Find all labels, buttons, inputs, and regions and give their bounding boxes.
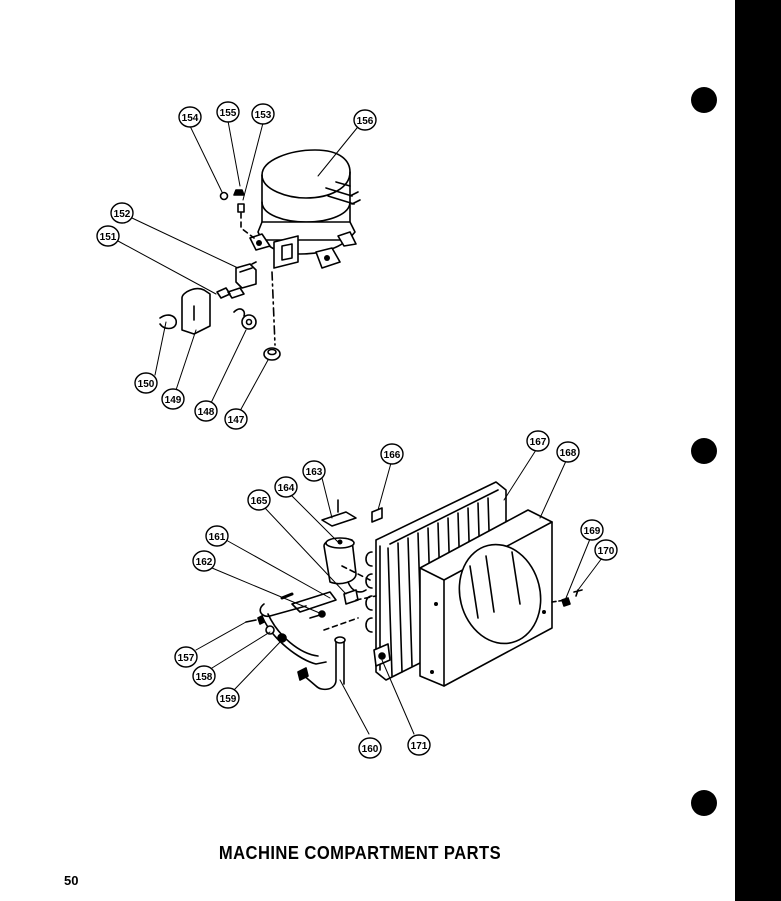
svg-text:160: 160	[362, 744, 379, 755]
svg-text:163: 163	[306, 467, 323, 478]
part-label-156: 156	[353, 109, 377, 131]
svg-text:150: 150	[138, 379, 155, 390]
part-label-161: 161	[205, 525, 229, 547]
binder-hole-top	[691, 87, 717, 113]
part-label-163: 163	[302, 460, 326, 482]
svg-text:165: 165	[251, 496, 268, 507]
part-label-170: 170	[594, 539, 618, 561]
svg-text:168: 168	[560, 448, 577, 459]
fan-shroud	[419, 509, 553, 687]
binder-hole-bottom	[691, 790, 717, 816]
svg-text:171: 171	[411, 741, 428, 752]
svg-text:156: 156	[357, 116, 374, 127]
svg-text:162: 162	[196, 557, 213, 568]
part-label-151: 151	[96, 225, 120, 247]
page-number: 50	[64, 873, 79, 888]
part-label-147: 147	[224, 408, 248, 430]
part-label-167: 167	[526, 430, 550, 452]
part-label-152: 152	[110, 202, 134, 224]
part-label-169: 169	[580, 519, 604, 541]
part-label-162: 162	[192, 550, 216, 572]
svg-text:166: 166	[384, 450, 401, 461]
svg-text:157: 157	[178, 653, 195, 664]
page-title: MACHINE COMPARTMENT PARTS	[218, 843, 502, 863]
part-label-148: 148	[194, 400, 218, 422]
part-label-166: 166	[380, 443, 404, 465]
part-label-158: 158	[192, 665, 216, 687]
svg-text:153: 153	[255, 110, 272, 121]
part-label-150: 150	[134, 372, 158, 394]
part-label-171: 171	[407, 734, 431, 756]
part-label-164: 164	[274, 476, 298, 498]
part-label-165: 165	[247, 489, 271, 511]
svg-text:161: 161	[209, 532, 226, 543]
svg-text:154: 154	[182, 113, 199, 124]
compressor	[249, 149, 361, 269]
part-label-157: 157	[174, 646, 198, 668]
svg-text:167: 167	[530, 437, 547, 448]
svg-text:147: 147	[228, 415, 245, 426]
part-label-155: 155	[216, 101, 240, 123]
svg-text:151: 151	[100, 232, 117, 243]
part-label-149: 149	[161, 388, 185, 410]
binder-hole-middle	[691, 438, 717, 464]
part-label-160: 160	[358, 737, 382, 759]
part-label-168: 168	[556, 441, 580, 463]
svg-text:164: 164	[278, 483, 295, 494]
binding-spine	[735, 0, 781, 901]
svg-text:169: 169	[584, 526, 601, 537]
svg-text:158: 158	[196, 672, 213, 683]
svg-text:148: 148	[198, 407, 215, 418]
part-label-154: 154	[178, 106, 202, 128]
svg-text:152: 152	[114, 209, 131, 220]
svg-text:170: 170	[598, 546, 615, 557]
part-label-153: 153	[251, 103, 275, 125]
svg-text:149: 149	[165, 395, 182, 406]
part-label-159: 159	[216, 687, 240, 709]
svg-text:159: 159	[220, 694, 237, 705]
svg-text:155: 155	[220, 108, 237, 119]
leader-lines	[117, 120, 603, 735]
